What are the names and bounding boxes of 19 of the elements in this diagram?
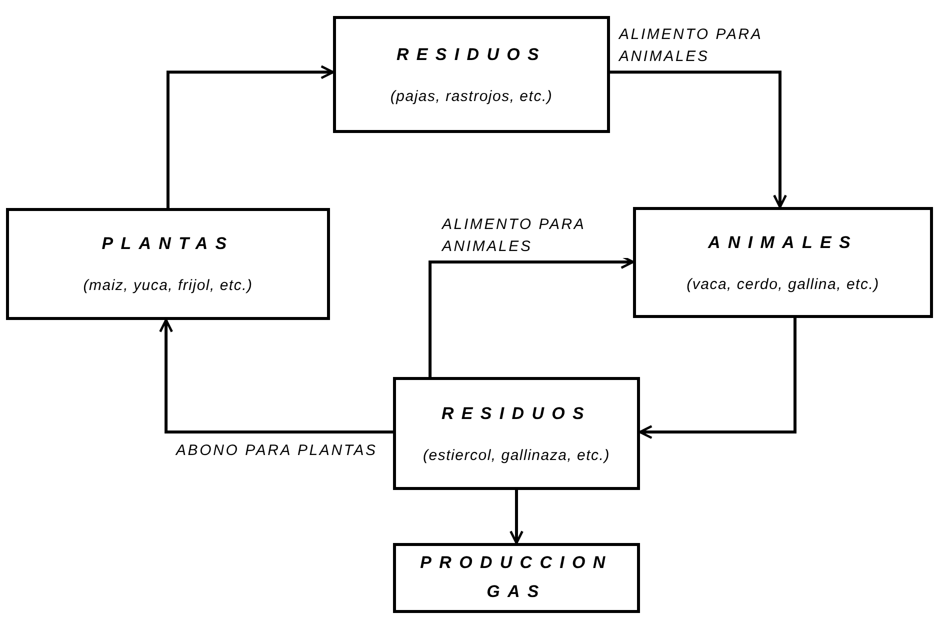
- box-description: (pajas, rastrojos, etc.): [390, 86, 553, 107]
- arrow: [638, 318, 796, 440]
- process-box: [393, 377, 640, 490]
- arrow: [510, 490, 524, 544]
- process-box: [393, 543, 640, 613]
- arrow: [166, 65, 334, 208]
- box-description: (vaca, cerdo, gallina, etc.): [686, 274, 880, 295]
- arrow: [159, 318, 393, 434]
- box-description: (estiercol, gallinaza, etc.): [423, 446, 610, 466]
- box-heading: ANIMALES: [708, 232, 858, 254]
- process-box: [633, 207, 933, 318]
- process-box: [333, 16, 610, 133]
- box-description: (maiz, yuca, frijol, etc.): [83, 276, 253, 296]
- process-box: [6, 208, 330, 320]
- arrow: [610, 70, 787, 208]
- box-heading: RESIDUOS: [396, 44, 546, 66]
- box-heading: RESIDUOS: [442, 402, 592, 425]
- box-heading: PLANTAS: [102, 233, 234, 256]
- box-heading: PRODUCCION GAS: [419, 552, 614, 603]
